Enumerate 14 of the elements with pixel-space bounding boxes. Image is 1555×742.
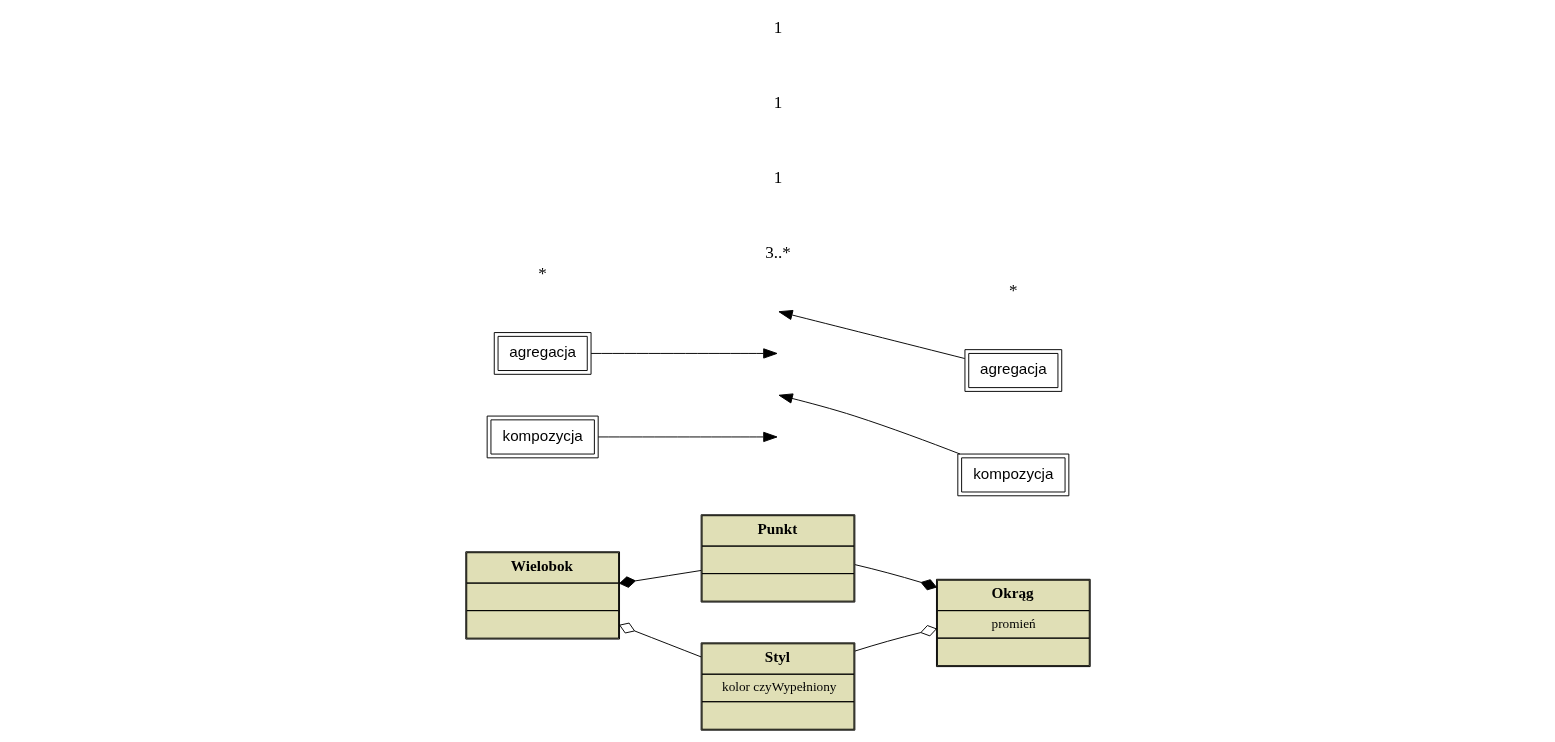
- arrow: [597, 431, 777, 443]
- arrow: [778, 393, 960, 455]
- connector: [618, 622, 701, 658]
- arrow: [778, 309, 965, 359]
- label: 3..*: [764, 242, 791, 262]
- label: 1: [773, 93, 782, 113]
- label: *: [537, 263, 547, 283]
- connector: [854, 564, 937, 591]
- connector: [854, 625, 937, 652]
- connector: [618, 570, 701, 588]
- arrow: [590, 348, 777, 359]
- label: *: [1008, 280, 1018, 300]
- label: 1: [773, 18, 782, 38]
- label: 1: [773, 168, 782, 188]
